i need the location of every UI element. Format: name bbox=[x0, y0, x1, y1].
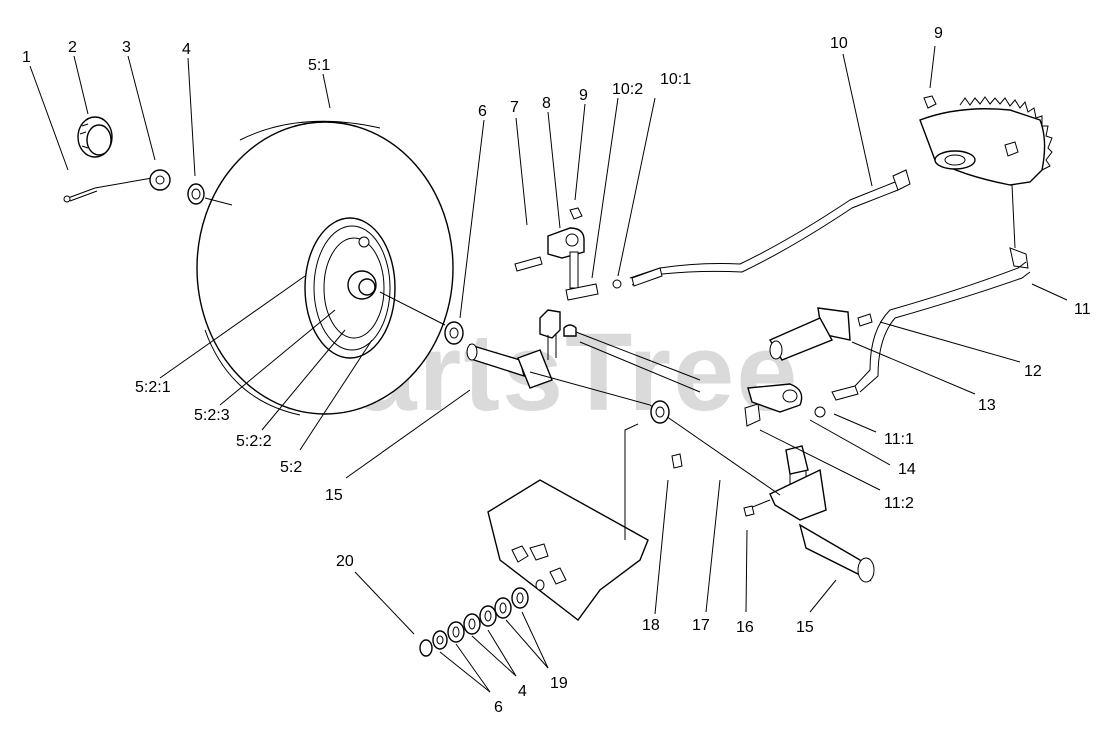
label-5-1: 5:1 bbox=[308, 57, 330, 74]
label-5-2: 5:2 bbox=[280, 459, 302, 476]
part-labels: 1 2 3 4 5:1 6 7 8 9 10:2 10:1 10 9 11 12… bbox=[22, 25, 1091, 716]
label-4-bottom: 4 bbox=[518, 683, 527, 700]
label-15-right: 15 bbox=[796, 619, 814, 636]
label-3: 3 bbox=[122, 39, 131, 56]
label-10-1: 10:1 bbox=[660, 71, 691, 88]
sector-gear bbox=[919, 95, 1053, 186]
right-spindle bbox=[743, 445, 875, 583]
label-9-right: 9 bbox=[934, 25, 943, 42]
washer-stack bbox=[419, 587, 529, 657]
label-2: 2 bbox=[68, 39, 77, 56]
label-4-top: 4 bbox=[182, 41, 191, 58]
label-18: 18 bbox=[642, 617, 660, 634]
label-19: 19 bbox=[550, 675, 568, 692]
label-1: 1 bbox=[22, 49, 31, 66]
label-11-1: 11:1 bbox=[884, 431, 914, 448]
drag-link-10 bbox=[629, 169, 911, 287]
clip-18 bbox=[671, 453, 683, 469]
label-9-center: 9 bbox=[579, 87, 588, 104]
label-20: 20 bbox=[336, 553, 354, 570]
steering-arm-8 bbox=[514, 207, 622, 301]
label-5-2-2: 5:2:2 bbox=[236, 433, 272, 450]
bracket-12 bbox=[768, 307, 873, 361]
label-17: 17 bbox=[692, 617, 710, 634]
cotter-pin bbox=[63, 187, 98, 203]
label-14: 14 bbox=[898, 461, 916, 478]
spindle-arm-left bbox=[539, 309, 577, 360]
label-10-2: 10:2 bbox=[612, 81, 643, 98]
label-5-2-3: 5:2:3 bbox=[194, 407, 230, 424]
label-10: 10 bbox=[830, 35, 848, 52]
label-12: 12 bbox=[1024, 363, 1042, 380]
label-5-2-1: 5:2:1 bbox=[135, 379, 171, 396]
tie-rod-11 bbox=[831, 184, 1031, 401]
label-8: 8 bbox=[542, 95, 551, 112]
label-6-bottom: 6 bbox=[494, 699, 503, 716]
label-13: 13 bbox=[978, 397, 996, 414]
label-11: 11 bbox=[1074, 301, 1091, 318]
wheel-assembly bbox=[196, 120, 454, 416]
label-16: 16 bbox=[736, 619, 754, 636]
nut-9 bbox=[923, 95, 937, 109]
steering-plate bbox=[487, 423, 649, 621]
label-11-2: 11:2 bbox=[884, 495, 914, 512]
steering-arm-14 bbox=[744, 383, 826, 427]
steering-axle bbox=[466, 343, 651, 406]
label-7: 7 bbox=[510, 99, 519, 116]
label-6-top: 6 bbox=[478, 103, 487, 120]
hub-cap bbox=[77, 116, 113, 158]
label-15-left: 15 bbox=[325, 487, 343, 504]
leader-lines bbox=[29, 45, 1068, 693]
